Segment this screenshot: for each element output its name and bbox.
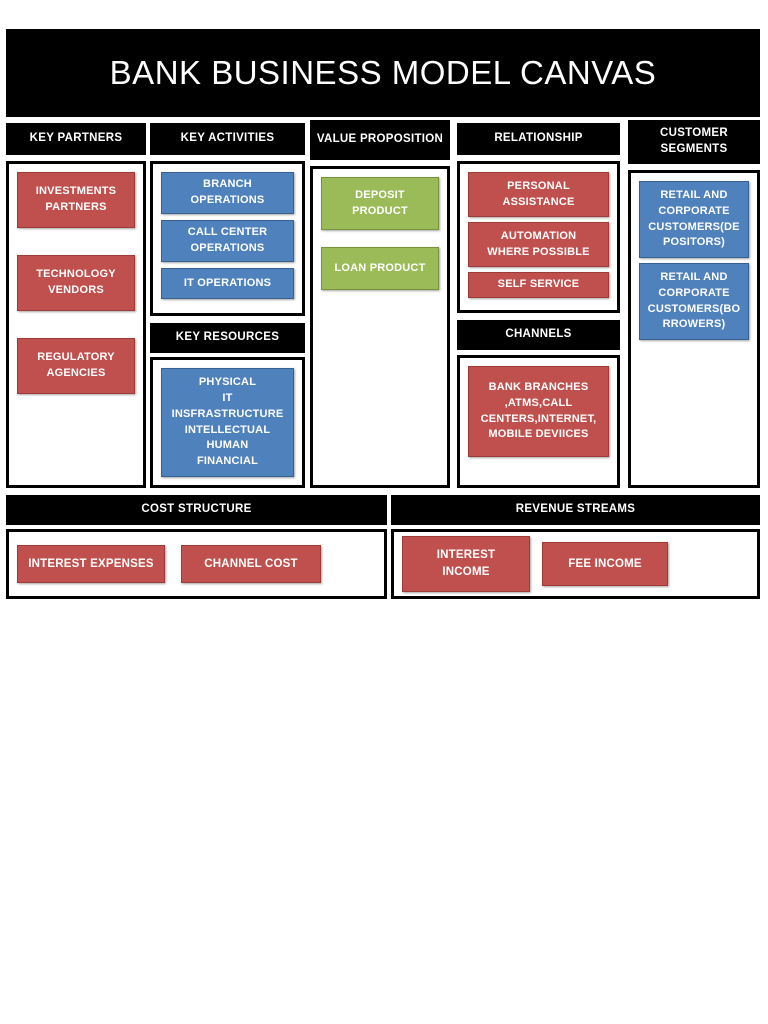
section-body-value-proposition: DEPOSIT PRODUCT LOAN PRODUCT — [310, 166, 450, 488]
card-it-operations[interactable]: IT OPERATIONS — [161, 268, 294, 299]
revenue-streams-header-label: REVENUE STREAMS — [515, 503, 636, 516]
section-body-key-partners: INVESTMENTS PARTNERS TECHNOLOGY VENDORS … — [6, 161, 146, 488]
section-header-key-partners: KEY PARTNERS — [6, 123, 146, 155]
card-investments-partners[interactable]: INVESTMENTS PARTNERS — [17, 172, 135, 228]
section-body-key-activities: BRANCH OPERATIONS CALL CENTER OPERATIONS… — [150, 161, 305, 316]
section-body-channels: BANK BRANCHES ,ATMS,CALL CENTERS,INTERNE… — [457, 355, 620, 488]
card-label: CALL CENTER OPERATIONS — [187, 226, 268, 254]
card-key-resources-list[interactable]: PHYSICAL IT INSFRASTRUCTURE INTELLECTUAL… — [161, 368, 294, 477]
section-header-value-proposition: VALUE PROPOSITION — [310, 120, 450, 160]
card-regulatory-agencies[interactable]: REGULATORY AGENCIES — [17, 338, 135, 394]
card-label: INTEREST INCOME — [436, 549, 496, 578]
section-header-revenue-streams: REVENUE STREAMS — [391, 495, 760, 525]
card-label: BRANCH OPERATIONS — [190, 178, 265, 206]
card-self-service[interactable]: SELF SERVICE — [468, 272, 609, 298]
page-title: BANK BUSINESS MODEL CANVAS — [109, 53, 657, 91]
card-call-center-operations[interactable]: CALL CENTER OPERATIONS — [161, 220, 294, 262]
relationship-header-label: RELATIONSHIP — [494, 132, 583, 145]
card-customers-depositors[interactable]: RETAIL AND CORPORATE CUSTOMERS(DE POSITO… — [639, 181, 749, 258]
card-label: SELF SERVICE — [497, 278, 580, 291]
section-header-key-activities: KEY ACTIVITIES — [150, 123, 305, 155]
card-label: IT OPERATIONS — [183, 276, 272, 289]
card-label: TECHNOLOGY VENDORS — [36, 268, 116, 296]
card-branch-operations[interactable]: BRANCH OPERATIONS — [161, 172, 294, 214]
section-header-cost-structure: COST STRUCTURE — [6, 495, 387, 525]
key-activities-header-label: KEY ACTIVITIES — [180, 132, 275, 145]
spacer — [17, 311, 135, 338]
section-header-relationship: RELATIONSHIP — [457, 123, 620, 155]
value-proposition-header-label: VALUE PROPOSITION — [316, 133, 444, 146]
card-automation-where-possible[interactable]: AUTOMATION WHERE POSSIBLE — [468, 222, 609, 267]
section-body-revenue-streams: INTEREST INCOME FEE INCOME — [391, 529, 760, 599]
section-body-customer-segments: RETAIL AND CORPORATE CUSTOMERS(DE POSITO… — [628, 170, 760, 488]
card-label: PHYSICAL IT INSFRASTRUCTURE INTELLECTUAL… — [171, 375, 284, 468]
customer-segments-header-label: CUSTOMER SEGMENTS — [660, 127, 728, 155]
card-personal-assistance[interactable]: PERSONAL ASSISTANCE — [468, 172, 609, 217]
canvas-title-banner: BANK BUSINESS MODEL CANVAS — [6, 29, 760, 117]
section-header-customer-segments: CUSTOMER SEGMENTS — [628, 120, 760, 164]
section-header-key-resources: KEY RESOURCES — [150, 323, 305, 353]
card-fee-income[interactable]: FEE INCOME — [542, 542, 668, 586]
card-label: DEPOSIT PRODUCT — [352, 188, 408, 217]
card-label: BANK BRANCHES ,ATMS,CALL CENTERS,INTERNE… — [480, 380, 597, 441]
card-deposit-product[interactable]: DEPOSIT PRODUCT — [321, 177, 439, 230]
card-technology-vendors[interactable]: TECHNOLOGY VENDORS — [17, 255, 135, 311]
card-label: PERSONAL ASSISTANCE — [502, 179, 575, 208]
card-channel-cost[interactable]: CHANNEL COST — [181, 545, 321, 583]
spacer — [321, 230, 439, 247]
card-label: AUTOMATION WHERE POSSIBLE — [487, 229, 590, 258]
channels-header-label: CHANNELS — [505, 328, 572, 341]
section-body-key-resources: PHYSICAL IT INSFRASTRUCTURE INTELLECTUAL… — [150, 357, 305, 488]
spacer — [17, 228, 135, 255]
card-loan-product[interactable]: LOAN PRODUCT — [321, 247, 439, 290]
card-label: LOAN PRODUCT — [334, 261, 426, 274]
card-bank-channels[interactable]: BANK BRANCHES ,ATMS,CALL CENTERS,INTERNE… — [468, 366, 609, 457]
key-resources-header-label: KEY RESOURCES — [175, 331, 280, 344]
card-interest-income[interactable]: INTEREST INCOME — [402, 536, 530, 592]
card-interest-expenses[interactable]: INTEREST EXPENSES — [17, 545, 165, 583]
section-header-channels: CHANNELS — [457, 320, 620, 350]
card-label: FEE INCOME — [568, 557, 642, 570]
card-customers-borrowers[interactable]: RETAIL AND CORPORATE CUSTOMERS(BO RROWER… — [639, 263, 749, 340]
key-partners-header-label: KEY PARTNERS — [29, 132, 123, 145]
card-label: INTEREST EXPENSES — [28, 557, 154, 570]
card-label: REGULATORY AGENCIES — [37, 351, 115, 379]
card-label: INVESTMENTS PARTNERS — [35, 185, 117, 213]
section-body-cost-structure: INTEREST EXPENSES CHANNEL COST — [6, 529, 387, 599]
section-body-relationship: PERSONAL ASSISTANCE AUTOMATION WHERE POS… — [457, 161, 620, 313]
card-label: CHANNEL COST — [204, 557, 298, 570]
cost-structure-header-label: COST STRUCTURE — [141, 503, 252, 516]
card-label: RETAIL AND CORPORATE CUSTOMERS(DE POSITO… — [648, 188, 740, 249]
card-label: RETAIL AND CORPORATE CUSTOMERS(BO RROWER… — [647, 270, 741, 331]
